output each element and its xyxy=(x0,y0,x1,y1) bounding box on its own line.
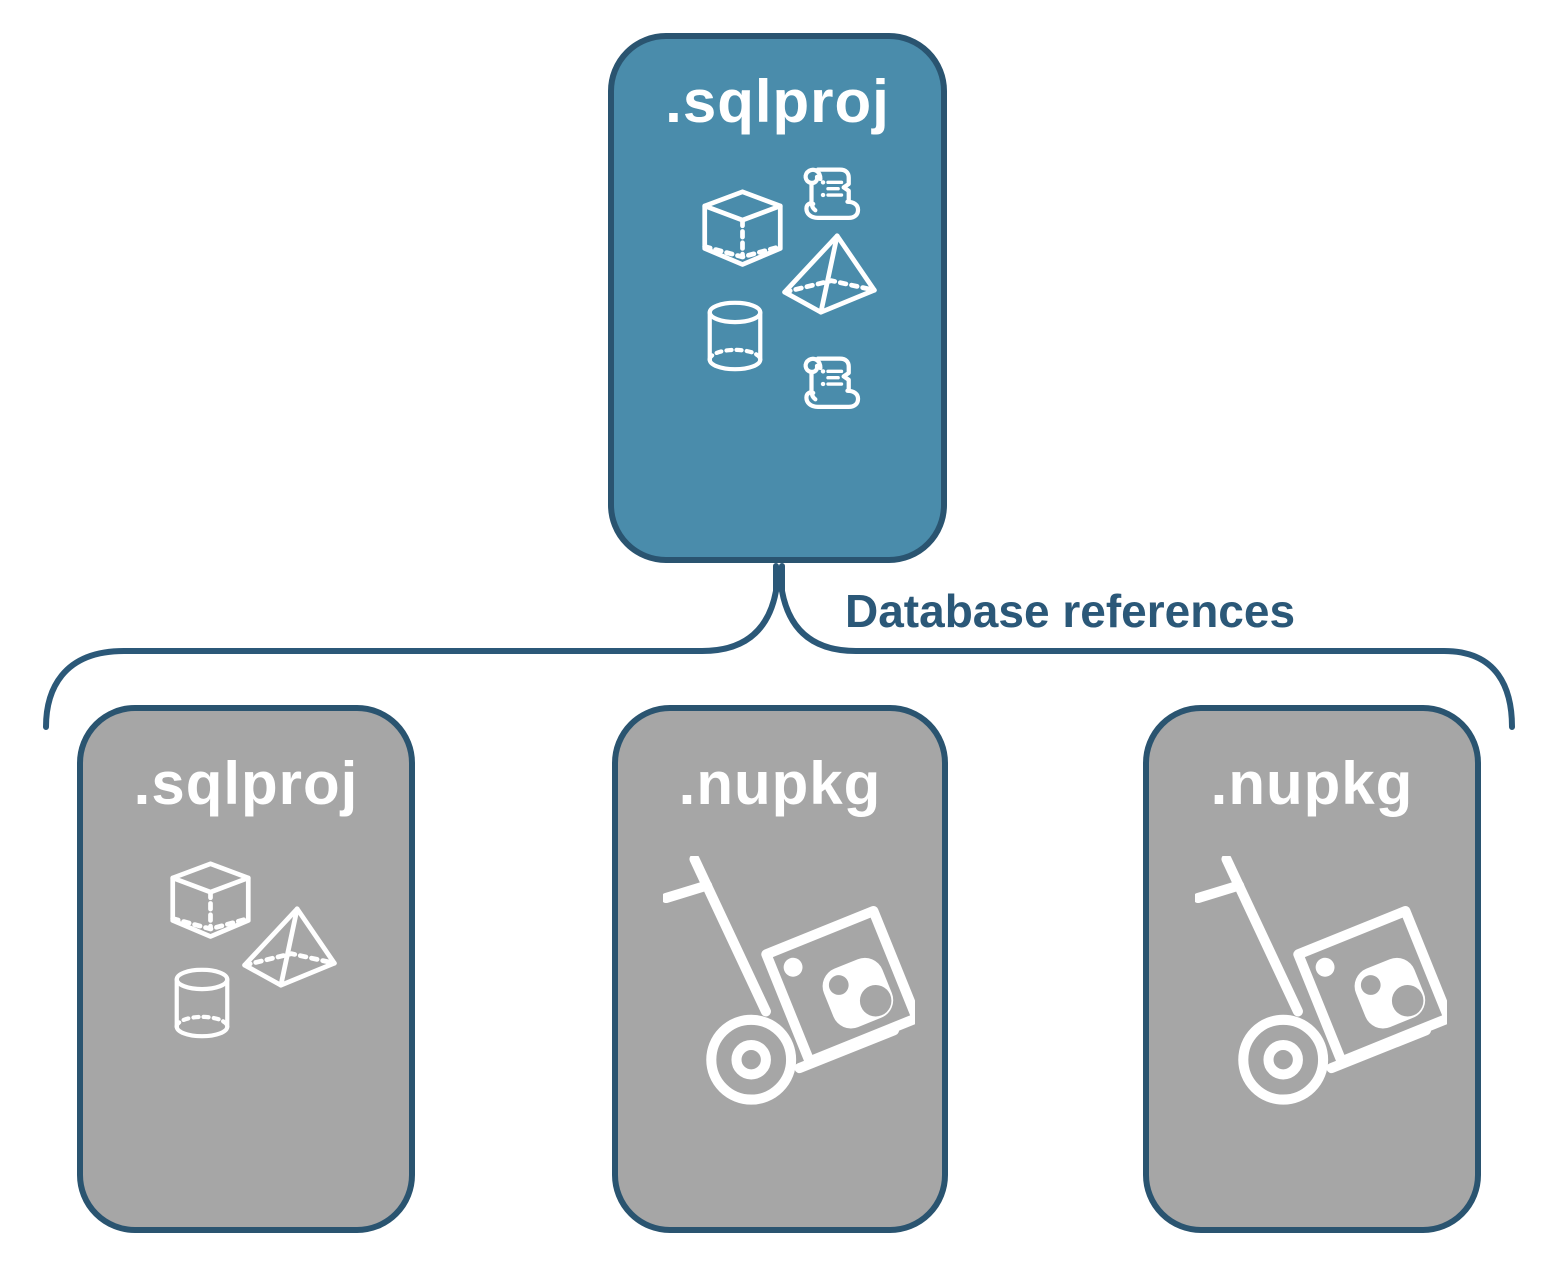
database-cylinder-icon xyxy=(703,299,767,373)
pyramid-icon xyxy=(237,903,342,991)
child-box-nupkg-1: .nupkg xyxy=(612,705,948,1233)
nuget-package-hand-truck-icon xyxy=(1195,856,1447,1108)
pyramid-icon xyxy=(777,230,882,318)
child-box-nupkg-2: .nupkg xyxy=(1143,705,1481,1233)
nuget-package-hand-truck-icon xyxy=(663,856,915,1108)
database-cylinder-icon xyxy=(170,966,234,1040)
child-box-title: .nupkg xyxy=(678,750,882,817)
child-box-title: .sqlproj xyxy=(133,750,359,817)
parent-box-sqlproj: .sqlproj xyxy=(608,33,947,563)
child-box-sqlproj: .sqlproj xyxy=(77,705,415,1233)
child-box-title: .nupkg xyxy=(1210,750,1414,817)
cube-icon xyxy=(695,188,790,273)
connector-label: Database references xyxy=(845,585,1296,637)
parent-box-title: .sqlproj xyxy=(665,68,890,135)
script-scroll-icon xyxy=(795,351,861,412)
script-scroll-icon xyxy=(795,162,861,223)
